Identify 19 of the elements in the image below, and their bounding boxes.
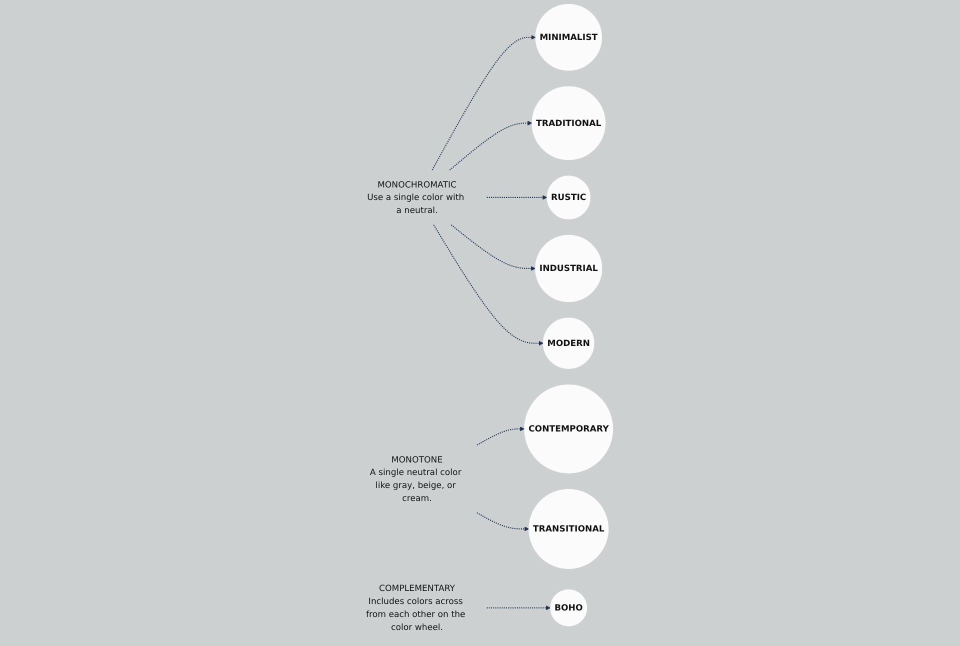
node-text: MONOTONE A single neutral color like gray, beige, or cream. xyxy=(370,454,462,504)
arrow xyxy=(433,224,544,346)
arrow xyxy=(486,195,548,200)
node-circle: TRADITIONAL xyxy=(532,86,606,160)
node-circle: RUSTIC xyxy=(546,176,590,220)
arrow xyxy=(486,606,551,610)
node-text: MONOCHROMATIC Use a single color with a neutral. xyxy=(367,179,464,216)
arrow xyxy=(476,426,525,446)
arrow xyxy=(450,224,536,271)
arrow xyxy=(432,35,536,170)
node-circle: TRANSITIONAL xyxy=(528,488,609,569)
node-circle: CONTEMPORARY xyxy=(524,384,614,474)
arrow xyxy=(449,120,532,170)
node-text: COMPLEMENTARY Includes colors across from each other on the color wheel. xyxy=(366,583,466,632)
arrow xyxy=(476,512,530,532)
node-circle: MODERN xyxy=(543,318,594,369)
node-circle: MINIMALIST xyxy=(535,4,602,71)
node-circle: BOHO xyxy=(550,589,588,626)
node-circle: INDUSTRIAL xyxy=(535,234,602,302)
